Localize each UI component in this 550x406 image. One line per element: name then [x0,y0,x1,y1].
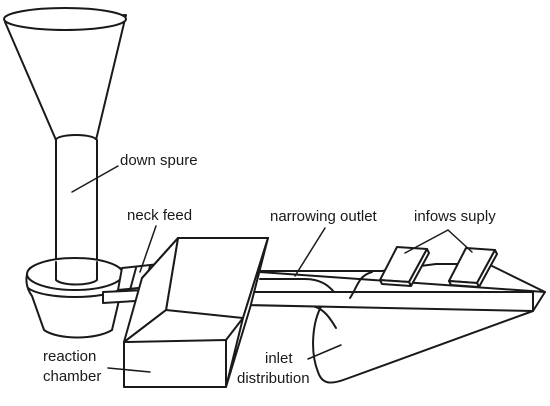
label-chamber: chamber [43,368,101,385]
label-down-spure: down spure [120,152,198,169]
leader-inlet-distribution [307,344,342,360]
label-narrowing-outlet: narrowing outlet [270,208,378,225]
label-inlet: inlet [265,350,293,367]
label-reaction: reaction [43,348,96,365]
label-distribution: distribution [237,370,310,387]
leader-infows-2 [447,229,473,253]
leader-neck-feed [139,225,157,273]
down-spure-part [3,7,127,339]
leader-reaction-chamber [107,367,151,373]
leader-down-spure [71,165,119,193]
infows-suply-block-2 [448,247,498,288]
infows-suply-block-1 [379,246,430,287]
leader-infows-1 [404,229,449,254]
leader-narrowing-outlet [294,227,326,277]
reaction-chamber-part [123,237,269,388]
label-neck-feed: neck feed [127,207,192,224]
label-infows-suply: infows suply [414,208,496,225]
